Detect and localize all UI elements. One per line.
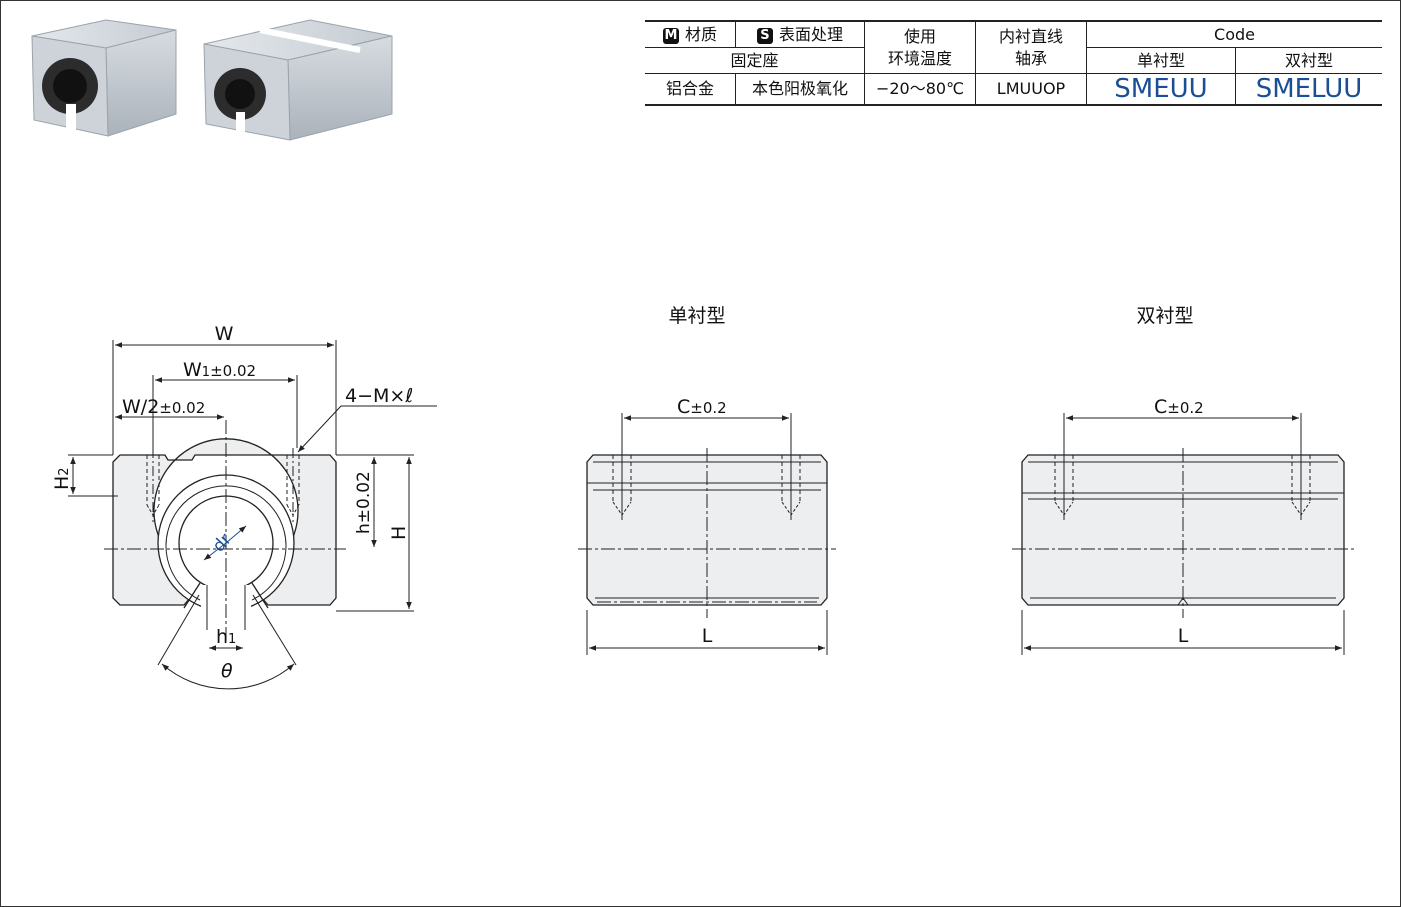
code-double-link[interactable]: SMELUU [1235,73,1382,106]
surface-badge-icon: S [756,27,773,44]
dim-whalf-label: W/2±0.02 [122,396,205,418]
front-view [68,340,437,690]
single-type-title: 单衬型 [668,305,725,327]
double-type-header: 双衬型 [1235,47,1382,74]
hole-callout-label: 4−M×ℓ [345,385,413,407]
product-photo-single [31,19,177,137]
dim-H-label: H [388,526,410,540]
fixed-seat-header: 固定座 [645,47,865,74]
single-type-header: 单衬型 [1086,47,1236,74]
double-type-title: 双衬型 [1136,305,1193,327]
material-value: 铝合金 [645,73,736,106]
temp-header: 使用环境温度 [864,20,976,74]
single-dim-c-label: C±0.2 [677,396,727,418]
temp-value: −20～80℃ [864,73,976,106]
dim-h2-label: H2 [51,467,73,490]
surface-value: 本色阳极氧化 [735,73,865,106]
dim-w-label: W [215,323,234,345]
single-dim-l-label: L [702,625,713,647]
dim-theta-label: θ [221,660,233,682]
code-single-link[interactable]: SMEUU [1086,73,1236,106]
bearing-header: 内衬直线轴承 [975,20,1087,74]
double-type-view [1012,413,1354,655]
bearing-value: LMUUOP [975,73,1087,106]
code-header: Code [1086,20,1382,48]
single-type-view [578,413,836,655]
product-photo-double [203,19,393,141]
dim-h-label: h±0.02 [354,471,374,534]
dim-h1-label: h1 [216,626,236,648]
double-dim-c-label: C±0.2 [1154,396,1204,418]
dim-w1-label: W1±0.02 [183,359,256,381]
double-dim-l-label: L [1178,625,1189,647]
material-badge-icon: M [662,27,679,44]
